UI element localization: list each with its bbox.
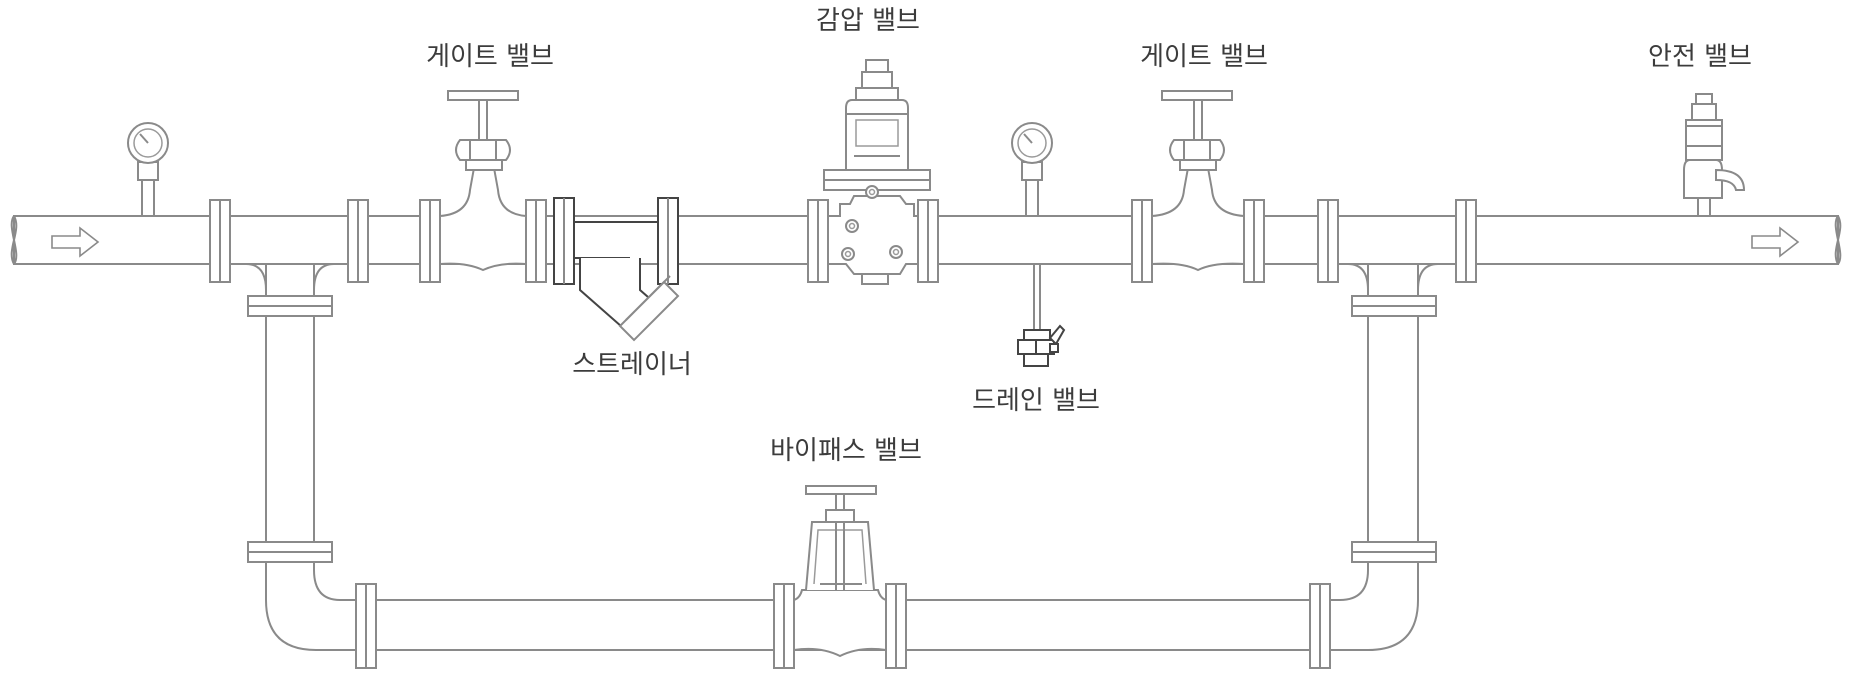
- bypass-valve-label: 바이패스 밸브: [770, 436, 922, 466]
- outlet-arrow-icon: [1751, 226, 1800, 258]
- inlet-arrow-icon: [51, 226, 100, 258]
- pressure-gauge-icon: [127, 122, 169, 216]
- flange-set: [209, 199, 1477, 283]
- drain-valve-icon: [1017, 264, 1066, 367]
- gate-valve-icon: [419, 90, 547, 283]
- gate-valve-1-label: 게이트 밸브: [426, 42, 554, 72]
- gate-valve-icon: [1131, 90, 1265, 283]
- safety-valve-label: 안전 밸브: [1648, 42, 1752, 72]
- pressure-reducing-valve-label: 감압 밸브: [816, 6, 920, 36]
- gate-valve-2-label: 게이트 밸브: [1140, 42, 1268, 72]
- strainer-label: 스트레이너: [572, 350, 692, 380]
- bypass-flange-set: [247, 295, 1437, 669]
- drain-valve-label: 드레인 밸브: [972, 386, 1100, 416]
- safety-valve-icon: [1683, 93, 1746, 216]
- bypass-valve-icon: [773, 485, 907, 669]
- pressure-reducing-valve-icon: [807, 59, 939, 285]
- bypass-pipe: [245, 263, 1439, 651]
- pressure-gauge-icon: [1011, 122, 1053, 216]
- strainer-icon: [553, 197, 680, 342]
